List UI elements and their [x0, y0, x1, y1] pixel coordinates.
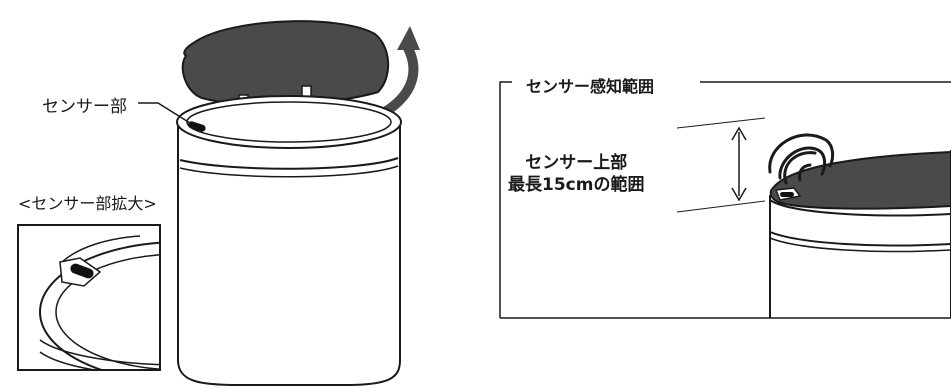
signal-waves-icon [768, 133, 835, 185]
curved-arrow-icon [382, 26, 420, 117]
closeup-sensor-window [780, 192, 794, 197]
sensor-window [188, 121, 206, 132]
range-desc-line-1: センサー上部 [525, 153, 628, 173]
sensing-range-frame [499, 81, 951, 319]
rim-band [179, 157, 399, 170]
range-guide-lower [676, 200, 766, 213]
sensor-part-label: センサー部 [42, 97, 127, 117]
sensor-zoom-inset [17, 224, 161, 371]
closed-lid [769, 150, 951, 210]
zoomed-sensor-window [70, 263, 94, 279]
double-arrow-icon [731, 126, 747, 202]
trash-can-body [177, 124, 401, 386]
trash-can-illustration [176, 20, 420, 386]
top-opening-inner [186, 101, 392, 143]
range-guide-upper [676, 117, 766, 129]
rim-band-lower [179, 165, 399, 178]
range-desc-line-2: 最長15cmの範囲 [508, 175, 645, 195]
open-lid [181, 20, 390, 106]
sensor-leader-line [138, 102, 191, 124]
sensing-range-description: センサー上部 最長15cmの範囲 [508, 152, 644, 196]
sensor-zoom-title: <センサー部拡大> [18, 194, 157, 213]
trash-can-closeup [769, 150, 951, 318]
sensing-range-title: センサー感知範囲 [520, 73, 661, 97]
